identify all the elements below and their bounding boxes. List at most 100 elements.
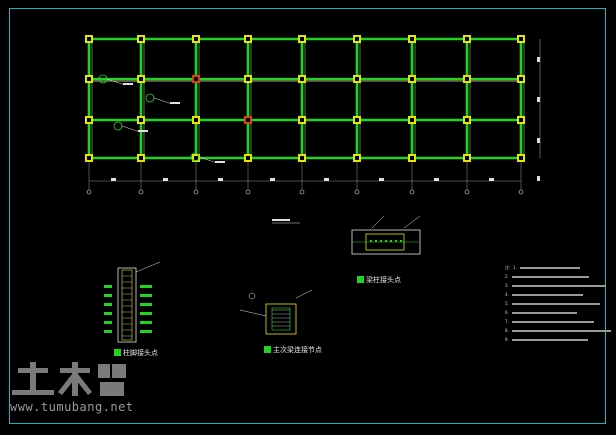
column-core — [355, 77, 359, 81]
note-line: 6. — [505, 310, 577, 315]
detail-callout — [113, 121, 123, 131]
column-core — [410, 118, 414, 122]
column-section — [117, 267, 137, 343]
weld-symbol — [248, 292, 256, 300]
axis-bubble — [245, 189, 251, 195]
column-core — [465, 77, 469, 81]
axis-bubble — [518, 189, 524, 195]
column-core — [355, 118, 359, 122]
leader-line — [153, 97, 173, 105]
bolt-row — [140, 285, 152, 288]
note-line: 4. — [505, 292, 583, 297]
column-core — [410, 77, 414, 81]
dimension-text — [270, 178, 275, 181]
leader-text — [138, 130, 148, 132]
column-core — [410, 156, 414, 160]
beam-detail-caption: 主次梁连接节点 — [264, 346, 322, 354]
leader-line — [295, 289, 313, 299]
dimension-text — [537, 176, 540, 181]
floor-plan — [85, 35, 541, 224]
column-core — [194, 118, 198, 122]
column-core — [246, 118, 250, 122]
axis-bubble — [409, 189, 415, 195]
beam-web — [271, 307, 291, 331]
column-core — [519, 156, 523, 160]
drawing-frame — [9, 8, 606, 424]
leader-line — [239, 309, 267, 317]
axis-bubble — [138, 189, 144, 195]
column-core — [87, 156, 91, 160]
bolt — [370, 240, 372, 242]
column-core — [519, 118, 523, 122]
column-core — [465, 156, 469, 160]
bolt-row — [140, 321, 152, 324]
column-detail-caption: 柱脚接头点 — [114, 349, 158, 357]
column-core — [300, 118, 304, 122]
dimension-text — [111, 178, 116, 181]
dimension-text — [163, 178, 168, 181]
leader-line — [135, 261, 161, 273]
bolt-row — [104, 312, 112, 315]
watermark: www.tumubang.net — [10, 362, 170, 422]
note-line: 7. — [505, 319, 594, 324]
note-line: 3. — [505, 283, 606, 288]
column-core — [194, 156, 198, 160]
column-core — [300, 156, 304, 160]
leader-line — [403, 215, 421, 229]
column-core — [465, 37, 469, 41]
bolt-row — [140, 294, 152, 297]
column-core — [246, 37, 250, 41]
axis-bubble — [464, 189, 470, 195]
column-plate — [121, 269, 133, 341]
column-core — [246, 156, 250, 160]
column-core — [87, 118, 91, 122]
bolt-row — [104, 303, 112, 306]
column-core — [519, 37, 523, 41]
bolt-row — [104, 321, 112, 324]
axis-bubble — [299, 189, 305, 195]
bolt-row — [140, 312, 152, 315]
column-core — [194, 77, 198, 81]
plan-title — [272, 219, 290, 221]
note-line: 5. — [505, 301, 600, 306]
note-line: 9. — [505, 337, 588, 342]
dimension-text — [379, 178, 384, 181]
leader-line — [371, 215, 385, 229]
column-core — [465, 118, 469, 122]
note-line: 8. — [505, 328, 611, 333]
column-core — [300, 37, 304, 41]
dimension-text — [324, 178, 329, 181]
column-core — [300, 77, 304, 81]
bolt-row — [140, 330, 152, 333]
detail-callout — [145, 93, 155, 103]
column-core — [194, 37, 198, 41]
column-core — [519, 77, 523, 81]
axis-bubble — [354, 189, 360, 195]
column-core — [139, 156, 143, 160]
bolt-row — [104, 330, 112, 333]
note-line: 注：1. — [505, 265, 580, 270]
leader-line — [198, 156, 218, 164]
bolt-row — [140, 303, 152, 306]
column-core — [355, 37, 359, 41]
column-core — [246, 77, 250, 81]
beam-joint-caption: 梁柱接头点 — [357, 276, 401, 284]
axis-bubble — [193, 189, 199, 195]
bolt — [375, 240, 377, 242]
dimension-text — [537, 138, 540, 143]
leader-text — [170, 102, 180, 104]
dimension-text — [537, 97, 540, 102]
bolt — [380, 240, 382, 242]
column-core — [139, 118, 143, 122]
column-core — [410, 37, 414, 41]
dimension-text — [218, 178, 223, 181]
column-core — [139, 37, 143, 41]
column-core — [139, 77, 143, 81]
leader-line — [106, 78, 126, 86]
bolt — [390, 240, 392, 242]
column-core — [355, 156, 359, 160]
detail-drawings — [104, 215, 421, 343]
beam-section — [265, 303, 297, 335]
bolt-row — [104, 294, 112, 297]
